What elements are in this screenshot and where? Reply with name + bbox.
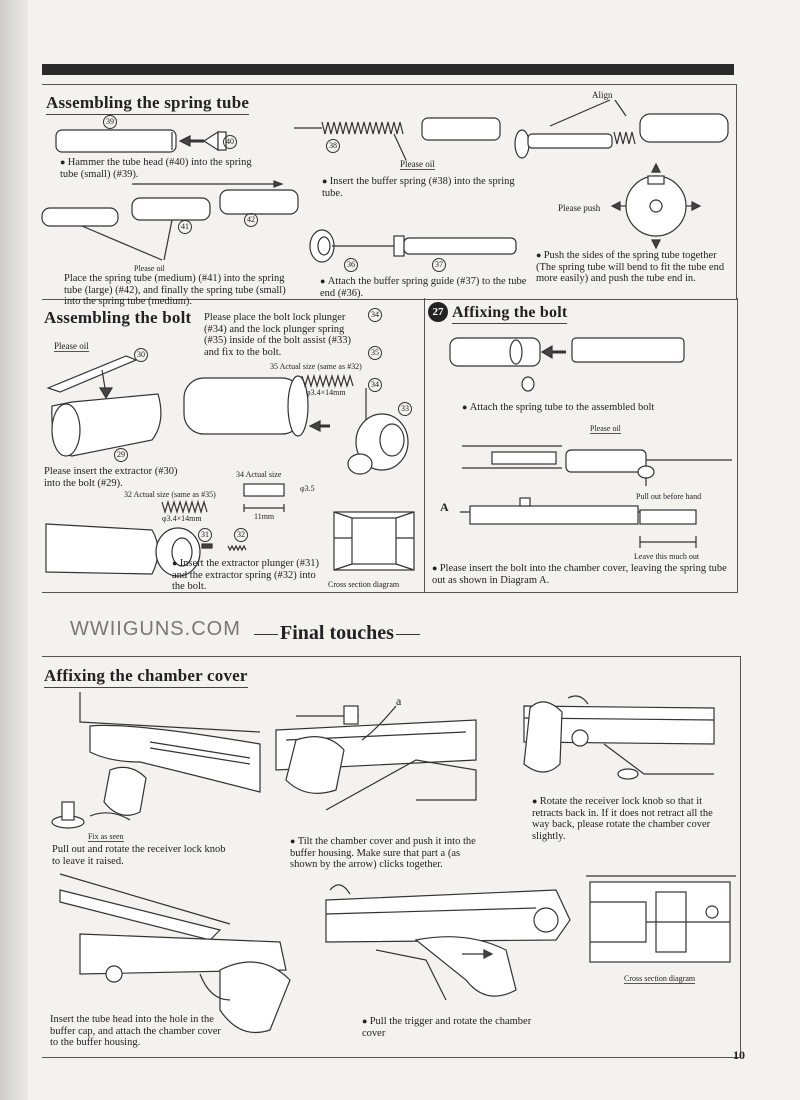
chamber-step5-drawing [325,884,571,1001]
fix-as-seen-label: Fix as seen [88,832,124,842]
chamber-step2-label: Tilt the chamber cover and push it into … [290,836,476,870]
diagram-a-drawing [460,497,697,548]
spring-tube-step3-label: Insert the buffer spring (#38) into the … [322,176,515,199]
watermark-text: WWIIGUNS.COM [70,618,241,640]
actual-size-34-text: Actual size [245,470,282,479]
length-label: 11mm [254,512,275,521]
actual-size-34-label: 34 Actual size [236,470,282,479]
part-number-37: 37 [432,258,446,272]
chamber-step4-drawing [59,873,291,1034]
affix-bolt-step2-text: ● Please insert the bolt into the chambe… [432,563,727,586]
spring-tube-step2-text: Place the spring tube (medium) (#41) int… [64,273,286,307]
actual-size-35-label: 35 Actual size (same as #32) [270,362,362,371]
bolt-plunger2-text: ● Insert the extractor plunger (#31) and… [172,558,320,592]
pull-out-label: Pull out before hand [636,492,702,501]
part-number-42: 42 [244,213,258,227]
spring-tube-oil-label: Please oil [134,264,165,273]
part-number-33: 33 [398,402,412,416]
part-number-38: 38 [326,139,340,153]
part-number-32: 32 [234,528,248,542]
affix-bolt-oil-label: Please oil [590,424,621,434]
chamber-step4-text: Insert the tube head into the hole in th… [50,1014,221,1048]
spring-size2-label: φ3.4×14mm [162,514,202,523]
bolt-extractor-text: Please insert the extractor (#30) into t… [44,466,178,489]
spring-tube-title: Assembling the spring tube [46,93,250,115]
affix-bolt-step1-text: ● Attach the spring tube to the assemble… [462,402,655,413]
part-number-39: 39 [103,115,117,129]
part-number-40: 40 [223,135,237,149]
page-number: 10 [733,1048,745,1062]
spring-tube-step5-text: ● Push the sides of the spring tube toge… [536,250,725,284]
header-bar [42,64,734,75]
chamber-step5-text: ● Pull the trigger and rotate the chambe… [362,1016,532,1039]
final-touches-heading: Final touches [254,622,420,644]
spring-size-label: φ3.4×14mm [306,388,346,397]
spring-tube-telescope-drawing [41,180,299,261]
spring-tube-step1-text: ● Hammer the tube head (#40) into the sp… [60,157,252,180]
part-number-35: 35 [368,346,382,360]
extractor-drawing [46,355,162,457]
spring-tube-panel [42,84,737,300]
leave-out-label: Leave this much out [634,552,700,561]
spring-tube-step4-label: Attach the buffer spring guide (#37) to … [320,276,527,299]
tube-align-drawing [514,99,729,159]
part-number-34: 34 [368,308,382,322]
buffer-guide-drawing [309,229,517,263]
bolt-title: Assembling the bolt [44,308,192,327]
please-push-label: Please push [558,203,601,213]
actual-size-32-label: 32 Actual size (same as #35) [124,490,216,499]
chamber-step1-text: Pull out and rotate the receiver lock kn… [52,844,226,867]
chamber-cross-section [586,875,736,963]
chamber-step3-text: ● Rotate the receiver lock knob so that … [532,796,713,842]
bolt-oil-label: Please oil [54,341,89,352]
buffer-spring-drawing [294,117,501,161]
bolt-plunger-text: Please place the bolt lock plunger (#34)… [204,312,356,358]
chamber-step3-label: Rotate the receiver lock knob so that it… [532,796,713,842]
chamber-a-label: a [396,694,402,708]
plunger-34-actual [243,483,285,512]
diameter-label: φ3.5 [300,484,315,493]
chamber-step2-drawing [275,705,477,811]
chamber-step2-text: ● Tilt the chamber cover and push it int… [290,836,476,870]
spring-32-actual [161,499,208,515]
spring-tube-small-drawing [55,129,227,153]
actual-size-32-text: Actual size (same as #35) [133,490,216,499]
part-number-29: 29 [114,448,128,462]
affix-bolt-title: Affixing the bolt [452,304,568,324]
spring-tube-bolt-drawing [449,337,685,392]
spring-tube-step1-label: Hammer the tube head (#40) into the spri… [60,157,252,180]
bolt-oil-drawing [462,445,732,486]
bolt-cross-section [333,511,415,571]
part-number-36: 36 [344,258,358,272]
part-number-34b: 34 [368,378,382,392]
chamber-step1-drawing [51,692,261,829]
spring-tube-step5-label: Push the sides of the spring tube togeth… [536,250,725,284]
affix-bolt-step1-label: Attach the spring tube to the assembled … [469,402,655,413]
spring-tube-step4-text: ● Attach the buffer spring guide (#37) t… [320,276,527,299]
chamber-cover-title: Affixing the chamber cover [44,666,248,688]
buffer-spring-oil-label: Please oil [400,159,435,170]
bolt-cross-label: Cross section diagram [328,580,400,589]
push-diagram [610,162,702,250]
affix-bolt-step2-label: Please insert the bolt into the chamber … [432,563,727,586]
spring-tube-step3-text: ● Insert the buffer spring (#38) into th… [322,176,515,199]
align-label: Align [592,90,613,100]
bolt-assist-drawing [183,375,409,475]
spring-35-actual [301,373,354,389]
chamber-step3-drawing [523,695,715,780]
part-number-31: 31 [198,528,212,542]
chamber-step5-label: Pull the trigger and rotate the chamber … [362,1016,532,1039]
bolt-plunger-insert-drawing [45,523,247,577]
part-number-41: 41 [178,220,192,234]
part-number-30: 30 [134,348,148,362]
chamber-cross-label: Cross section diagram [624,974,696,984]
chamber-cover-panel [42,656,741,1058]
bolt-plunger2-label: Insert the extractor plunger (#31) and t… [172,558,320,592]
step-badge-27: 27 [428,302,448,322]
page-edge-shadow [0,0,28,1100]
bolt-plunger-label: Please place the bolt lock plunger (#34)… [204,312,351,358]
diagram-a-label: A [440,500,449,514]
affix-bolt-panel [424,298,738,593]
actual-size-35-text: Actual size (same as #32) [279,362,362,371]
